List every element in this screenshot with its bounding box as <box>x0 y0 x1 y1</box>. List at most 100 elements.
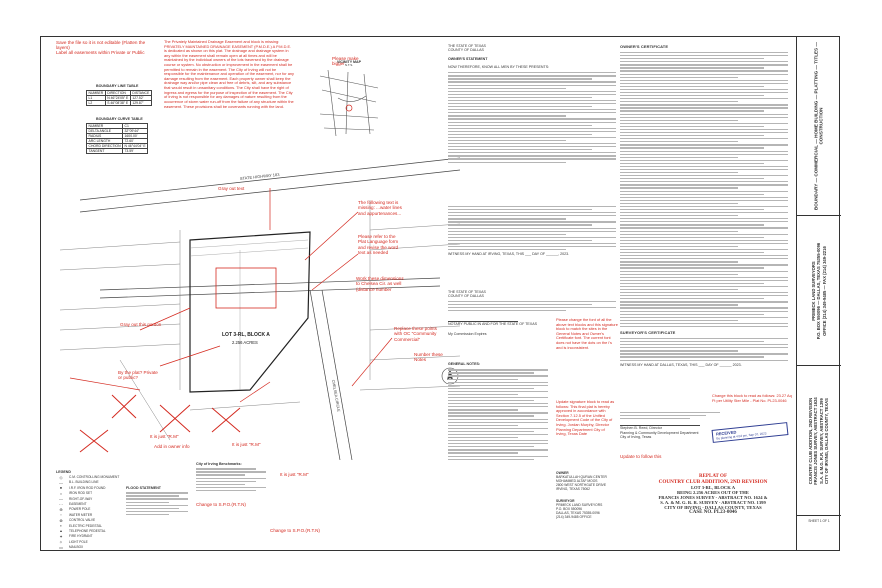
legend-symbol-icon: ○ <box>59 490 63 496</box>
legend-symbol-icon: - - <box>59 501 63 507</box>
surveyor-po: P.O. BOX 550096 <box>556 506 582 511</box>
review-x-mark <box>159 404 191 433</box>
line-table-header: DISTANCE <box>129 90 152 96</box>
road-label-side: CHELSEA CIRCLE <box>331 379 341 412</box>
vicinity-map-label: VICINITY MAP <box>336 60 362 64</box>
dedication-block-2: WITNESS MY HAND AT IRVING, TEXAS, THIS _… <box>448 206 616 257</box>
comment-gray-out-portion: Gray out this portion <box>120 322 162 327</box>
review-x-mark <box>211 407 241 433</box>
case-number: CASE NO. PL23-0046 <box>689 510 737 515</box>
acreage-line: BEING 2.256 ACRES OUT OF THE <box>677 490 749 495</box>
lot-area: 2.256 ACRES <box>232 340 258 345</box>
highway-row-line <box>79 157 461 201</box>
legend-item: —B.L. BUILDING LINE <box>56 480 126 485</box>
commission-expires: My Commission Expires <box>448 332 487 337</box>
notary-public: NOTARY PUBLIC IN AND FOR THE STATE OF TE… <box>448 322 537 327</box>
comment-make-bigger: Please make bigger <box>332 56 359 67</box>
curve-table-value: 73.59' <box>122 148 149 154</box>
review-arrow <box>304 211 359 261</box>
legend-item: ○IRON ROD SET <box>56 490 126 496</box>
legend-symbol-icon: ☼ <box>59 539 63 545</box>
survey-line-1: FRANCIS JONES SURVEY - ABSTRACT NO. 1624… <box>658 495 768 500</box>
vicinity-map-scale: N.T.S. <box>344 63 354 68</box>
comment-change-block: Change this block to read as follows: 23… <box>712 393 792 403</box>
legend-item: ▴TELEPHONE PEDESTAL <box>56 528 126 533</box>
comment-missing-text: The following text is missing: ...water … <box>358 200 402 216</box>
legend-item: ▪ELECTRIC PEDESTAL <box>56 523 126 528</box>
boundary-line-table-title: BOUNDARY LINE TABLE <box>96 84 139 88</box>
flood-statement-title: FLOOD STATEMENT <box>126 486 162 490</box>
surveyor-title: SURVEYOR <box>556 499 575 503</box>
legend-item: ⊗CONTROL VALVE <box>56 517 126 523</box>
vicinity-map-drawing <box>319 69 379 136</box>
surveyor-witness: WITNESS MY HAND AT DALLAS, TEXAS, THIS _… <box>620 362 742 367</box>
sheet-border <box>40 36 840 551</box>
county-of-dallas: COUNTY OF DALLAS <box>448 48 484 53</box>
review-arrow <box>351 337 393 387</box>
owner-city: 2800 WEST NORTHGATE DRIVE <box>556 482 607 487</box>
notary-block: THE STATE OF TEXAS COUNTY OF DALLAS NOTA… <box>448 290 616 337</box>
lot-designation: LOT 3-RL, BLOCK A <box>690 485 736 490</box>
owner-name: BARKATULLAH QURAN CENTER <box>556 474 607 479</box>
road-label-top: STATE HIGHWAY 183 <box>240 172 281 181</box>
owner-block: OWNER BARKATULLAH QURAN CENTER MOHAMMED … <box>556 471 616 492</box>
dedication-witness: WITNESS MY HAND AT IRVING, TEXAS, THIS _… <box>448 252 570 257</box>
firm-text: PRIMECK LAND SURVEYORS P.O. BOX 550096 —… <box>811 242 827 339</box>
chelsea-row-line <box>309 289 341 461</box>
legend-symbol-icon: — <box>59 496 63 502</box>
legend-symbol-icon: ◇ <box>59 474 63 480</box>
owners-certificate-title: OWNER'S CERTIFICATE <box>620 44 669 49</box>
subdivision-name: COUNTRY CLUB ADDITION, 2ND REVISION <box>658 479 768 485</box>
legend-symbol-icon: — <box>59 479 63 485</box>
comment-rm-2: It is just "R.M" <box>232 442 261 447</box>
surveyors-certificate: SURVEYOR'S CERTIFICATE WITNESS MY HAND A… <box>620 330 788 367</box>
review-x-mark <box>79 429 109 453</box>
legend-item: ▭MAILBOX <box>56 544 126 550</box>
gray-out-box <box>215 267 277 309</box>
line-table-cell: N 46°24'05" E <box>104 95 131 101</box>
legend-item: ☼LIGHT POLE <box>56 539 126 544</box>
legend-item: ⊕POWER POLE <box>56 507 126 512</box>
review-arrow <box>159 345 221 367</box>
subject-lot-boundary <box>189 231 311 393</box>
comment-rm-1: It is just "R.M" <box>150 434 179 439</box>
line-table-cell: L2 <box>86 100 106 106</box>
city-benchmarks: City of Irving Benchmarks: <box>196 462 266 493</box>
benchmarks-title: City of Irving Benchmarks: <box>196 462 242 466</box>
line-table-header: NUMBER <box>86 90 106 96</box>
comment-pmde-missing: The Privately Maintained Drainage Easeme… <box>164 39 294 109</box>
legend-symbol-icon: ▭ <box>59 544 63 550</box>
legend-item: - -EASEMENT <box>56 501 126 506</box>
comment-owner-info: Add in owner info <box>154 444 190 449</box>
notary-county: COUNTY OF DALLAS <box>448 294 484 299</box>
owner-address: MOHAMMED ALTAF MOOS <box>556 478 598 483</box>
comment-replace-points: Replace these points with OC "Community … <box>394 326 437 342</box>
line-table-cell: S 46°08'38" E <box>104 100 131 106</box>
survey-line-2: S. A. & M. G. R. R. SURVEY - ABSTRACT NO… <box>660 500 766 505</box>
review-arrow <box>311 253 359 291</box>
line-table-cell: 129.87' <box>129 100 152 106</box>
legend-symbol-icon: ✦ <box>59 533 63 539</box>
plat-drawing: LOT 3-RL, BLOCK A 2.256 ACRES STATE HIGH… <box>59 157 461 461</box>
owner-state: IRVING, TEXAS 75062 <box>556 486 590 491</box>
approval-city: City of Irving, Texas <box>620 434 652 439</box>
comment-number-notes: Number these Notes <box>414 352 443 363</box>
legend-symbol-icon: ⊕ <box>59 506 63 512</box>
approval-director: Stephen B. Reed, Director <box>620 426 662 431</box>
general-notes-title: GENERAL NOTES: <box>448 362 481 366</box>
legend-symbol-icon: ▫ <box>60 512 62 518</box>
boundary-line-table: NUMBER DIRECTION DISTANCE L1 N 46°24'05"… <box>86 90 152 106</box>
comment-change-font: Please change the font of all the above … <box>556 317 618 350</box>
road-row-line <box>99 285 441 299</box>
comment-change-spo-1: Change to S.P.O.(R.T.N) <box>196 502 246 507</box>
comment-by-plat: By the plat? Private or public? <box>118 370 158 381</box>
owners-certificate: OWNER'S CERTIFICATE <box>620 44 788 329</box>
comment-gray-out-text: Gray out text <box>218 186 245 191</box>
lot-label: LOT 3-RL, BLOCK A <box>222 332 270 338</box>
surveyor-certificate-title: SURVEYOR'S CERTIFICATE <box>620 330 676 335</box>
sheet-number: SHEET 1 OF 1 <box>808 519 830 523</box>
general-notes: GENERAL NOTES: <box>448 362 548 462</box>
vicinity-map: VICINITY MAP N.T.S. <box>316 60 382 138</box>
firm-phone: OFFICE (214) 349-9485 — FAX (214) 349-22… <box>821 245 827 336</box>
